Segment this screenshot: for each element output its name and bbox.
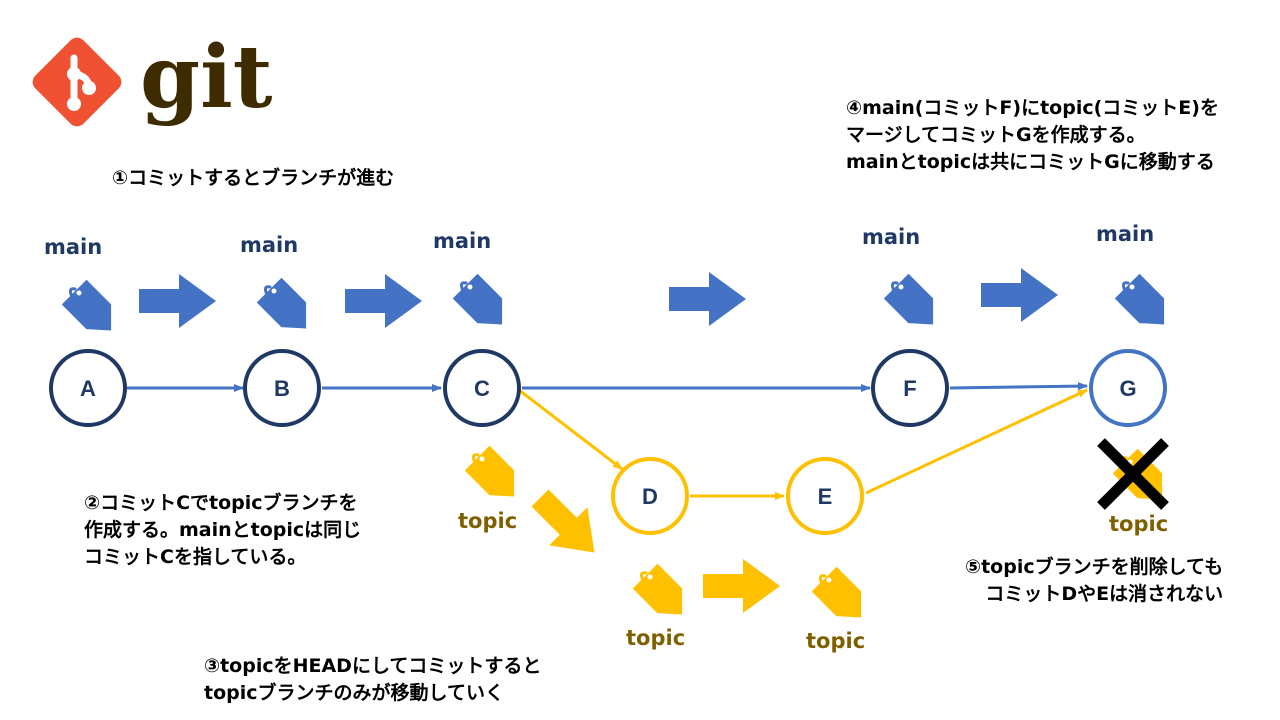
note-5: ⑤topicブランチを削除しても コミットDやEは消されない	[965, 554, 1223, 608]
note-3-line: ③topicをHEADにしてコミットすると	[204, 655, 542, 677]
tag-icon	[463, 444, 528, 509]
note-2-line: ②コミットCでtopicブランチを	[84, 492, 358, 514]
topic-tag-d-label: topic	[626, 626, 685, 650]
main-tag-b: main	[240, 233, 320, 341]
note-1-line: ①コミットするとブランチが進む	[112, 167, 395, 189]
note-4-line: mainとtopicは共にコミットGに移動する	[846, 151, 1215, 173]
commit-d: D	[611, 457, 689, 535]
note-5-line: ⑤topicブランチを削除しても	[965, 556, 1224, 578]
commit-e-label: E	[818, 484, 833, 509]
block-arrow-right-icon	[981, 268, 1058, 322]
commit-c: C	[443, 349, 521, 427]
note-4-line: マージしてコミットGを作成する。	[846, 124, 1146, 146]
main-tag-g: main	[1096, 222, 1178, 337]
topic-tag-g-deleted: topic	[1097, 438, 1176, 536]
tag-icon	[631, 562, 696, 627]
git-logo-icon	[32, 37, 122, 127]
block-arrow-right-icon	[669, 272, 746, 326]
git-logo: git	[32, 27, 273, 128]
note-4-line: ④main(コミットF)にtopic(コミットE)を	[846, 97, 1219, 119]
topic-tag-e: topic	[806, 565, 875, 653]
note-5-line: コミットDやEは消されない	[985, 583, 1224, 605]
commit-a-label: A	[80, 376, 96, 401]
progress-arrows	[139, 268, 1058, 613]
tag-icon	[255, 276, 320, 341]
topic-tag-c: topic	[458, 444, 528, 533]
edge-c-d	[518, 388, 623, 471]
topic-tag-c-label: topic	[458, 509, 517, 533]
commit-b-label: B	[274, 376, 290, 401]
main-tag-b-label: main	[240, 233, 298, 257]
commit-f-label: F	[903, 376, 916, 401]
delete-x-icon	[1097, 438, 1169, 510]
note-3: ③topicをHEADにしてコミットすると topicブランチのみが移動していく	[204, 653, 541, 707]
block-arrow-right-icon	[139, 274, 216, 328]
main-tag-c-label: main	[433, 229, 491, 253]
main-tag-a-label: main	[44, 235, 102, 259]
commit-a: A	[49, 349, 127, 427]
note-2-line: 作成する。mainとtopicは同じ	[84, 519, 362, 541]
main-history-edges	[127, 382, 1088, 392]
commit-f: F	[871, 349, 949, 427]
topic-history-edges	[518, 388, 1088, 500]
commit-c-label: C	[474, 376, 490, 401]
main-tag-g-label: main	[1096, 222, 1154, 246]
block-arrow-right-icon	[345, 274, 422, 328]
note-1: ①コミットするとブランチが進む	[112, 165, 394, 192]
note-4: ④main(コミットF)にtopic(コミットE)を マージしてコミットGを作成…	[846, 95, 1219, 176]
commit-g: G	[1089, 349, 1167, 427]
topic-tag-g-label: topic	[1109, 512, 1168, 536]
commit-b: B	[243, 349, 321, 427]
tag-icon	[60, 278, 125, 343]
tag-icon	[810, 565, 875, 630]
note-3-line: topicブランチのみが移動していく	[204, 682, 504, 704]
tag-icon	[1113, 272, 1178, 337]
edge-e-g	[865, 388, 1088, 495]
main-tag-a: main	[44, 235, 125, 343]
main-tag-f: main	[862, 225, 947, 337]
note-2: ②コミットCでtopicブランチを 作成する。mainとtopicは同じ コミッ…	[84, 490, 361, 571]
commit-e: E	[786, 457, 864, 535]
commit-g-label: G	[1119, 376, 1136, 401]
main-tag-f-label: main	[862, 225, 920, 249]
commit-d-label: D	[642, 484, 658, 509]
topic-tag-e-label: topic	[806, 629, 865, 653]
note-2-line: コミットCを指している。	[84, 546, 307, 568]
block-arrow-diagonal-icon	[531, 489, 595, 553]
edge-f-g	[949, 382, 1088, 391]
tag-icon	[882, 272, 947, 337]
git-logo-text: git	[140, 27, 273, 128]
main-tag-c: main	[433, 229, 516, 337]
topic-tag-d: topic	[626, 562, 696, 650]
tag-icon	[451, 272, 516, 337]
block-arrow-right-icon	[703, 559, 780, 613]
